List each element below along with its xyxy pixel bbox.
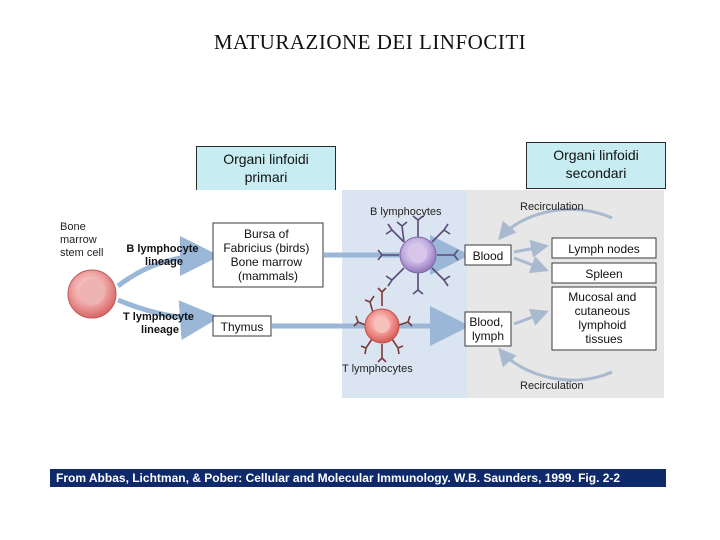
mucosal-tissues-box [551, 286, 657, 351]
primary-organs-callout: Organi linfoidi primari [196, 146, 336, 191]
recirculation-top-label: Recirculation [520, 201, 584, 213]
stem-cell-label: Bone marrow stem cell [60, 221, 103, 259]
blood-lymph-line-2: lymph [472, 329, 504, 343]
thymus-label: Thymus [221, 320, 264, 334]
b-lymphocyte-cell [377, 215, 459, 295]
secondary-callout-line-2: secondari [565, 165, 627, 181]
mucosal-tissues-label: Mucosal and cutaneous lymphoid tissues [568, 290, 639, 346]
lymph-nodes-box [551, 237, 657, 259]
b-lineage-label-1: B lymphocyte [126, 243, 198, 255]
spleen-box [551, 262, 657, 284]
secondary-organs-callout: Organi linfoidi secondari [526, 142, 666, 189]
blood-to-spleen-arrow [513, 256, 549, 274]
lymph-nodes-label: Lymph nodes [568, 242, 640, 256]
blood-lymph-line-1: Blood, [469, 315, 503, 329]
t-lineage-label-1: T lymphocyte [123, 311, 194, 323]
stem-cell-nucleus [79, 279, 105, 305]
t-lymphocytes-label: T lymphocytes [342, 363, 413, 375]
b-lineage-arrow [116, 236, 220, 288]
b-lineage-label-2: lineage [145, 256, 183, 268]
t-lineage-label-2: lineage [141, 324, 179, 336]
primary-b-line-1: Bursa of [244, 227, 289, 241]
mucosal-line-3: lymphoid [578, 318, 626, 332]
t-lineage-label: T lymphocyte lineage [123, 311, 197, 336]
mucosal-line-1: Mucosal and [568, 290, 636, 304]
mucosal-line-4: tissues [585, 332, 622, 346]
lymphocyte-maturation-diagram: Bone marrow stem cell B lymphocyte linea… [52, 190, 664, 398]
spleen-label: Spleen [585, 267, 622, 281]
t-lineage-arrow [117, 297, 220, 341]
primary-callout-line-1: Organi linfoidi [223, 151, 309, 167]
recirculation-bottom-arrow [498, 347, 613, 382]
recirculation-top-arrow [498, 207, 613, 241]
secondary-callout-line-1: Organi linfoidi [553, 147, 639, 163]
primary-b-line-3: Bone marrow [231, 255, 303, 269]
page-title: MATURAZIONE DEI LINFOCITI [213, 30, 527, 54]
stem-cell-label-2: marrow [60, 234, 97, 246]
blood-to-mucosal-arrow [513, 308, 549, 326]
mucosal-line-2: cutaneous [575, 304, 630, 318]
source-credit-bar: From Abbas, Lichtman, & Pober: Cellular … [50, 469, 666, 487]
bursa-bone-marrow-box [212, 222, 324, 288]
stem-cell-label-3: stem cell [60, 247, 103, 259]
blood-lymph-box [464, 311, 512, 347]
t-lymphocyte-cell [353, 287, 413, 363]
stem-cell-label-1: Bone [60, 221, 86, 233]
primary-callout-line-2: primari [244, 169, 288, 185]
blood-to-lymph-nodes-arrow [513, 239, 549, 258]
b-lymphocytes-label: B lymphocytes [370, 206, 442, 218]
bursa-bone-marrow-label: Bursa of Fabricius (birds) Bone marrow (… [223, 227, 312, 283]
recirculation-bottom-label: Recirculation [520, 380, 584, 392]
primary-b-line-2: Fabricius (birds) [223, 241, 309, 255]
blood-box [464, 244, 512, 266]
primary-b-line-4: (mammals) [238, 269, 298, 283]
blood-lymph-label: Blood, lymph [469, 315, 506, 343]
thymus-box [212, 315, 272, 337]
b-lineage-label: B lymphocyte lineage [126, 243, 201, 268]
blood-label: Blood [473, 249, 504, 263]
